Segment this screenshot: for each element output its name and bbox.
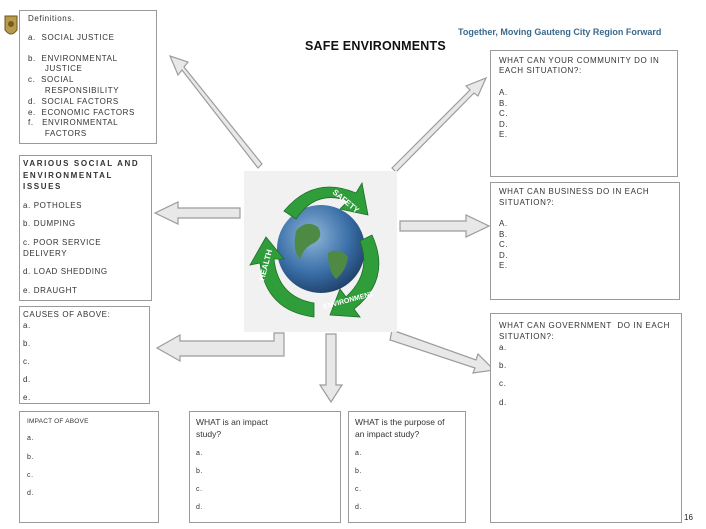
arrow-to-definitions-icon [168,55,263,169]
impact-item: a. [27,435,35,442]
government-box: WHAT CAN GOVERNMENT DO IN EACH SITUATION… [490,313,682,523]
business-item: A. [499,219,508,228]
community-item: E. [499,130,508,139]
impact-study-item: c. [196,486,203,493]
cause-item: a. [23,321,31,330]
purpose-question: an impact study? [355,429,420,439]
business-question: WHAT CAN BUSINESS DO IN EACH [499,187,650,196]
arrow-to-causes-icon [155,332,285,363]
community-box: WHAT CAN YOUR COMMUNITY DO IN EACH SITUA… [490,50,678,177]
community-item: D. [499,120,509,129]
community-item: C. [499,109,509,118]
issues-box: VARIOUS SOCIAL AND ENVIRONMENTAL ISSUES … [19,155,152,301]
government-item: d. [499,398,507,407]
impact-study-question: study? [196,429,222,439]
issues-heading: ISSUES [23,182,62,191]
community-item: A. [499,88,508,97]
issue-item: d. LOAD SHEDDING [23,267,108,276]
issue-item: DELIVERY [23,249,68,258]
issues-heading: VARIOUS SOCIAL AND [23,159,140,168]
cause-item: d. [23,375,31,384]
definitions-box: Definitions. a. SOCIAL JUSTICE b. ENVIRO… [19,10,157,144]
definition-item: RESPONSIBILITY [28,86,120,95]
issues-heading: ENVIRONMENTAL [23,171,113,180]
issue-item: c. POOR SERVICE [23,238,102,247]
business-item: D. [499,251,509,260]
purpose-box: WHAT is the purpose of an impact study? … [348,411,466,523]
page-title: SAFE ENVIRONMENTS [305,39,446,53]
definition-item: JUSTICE [28,64,83,73]
impact-item: c. [27,472,34,479]
issue-item: b. DUMPING [23,219,76,228]
business-question: SITUATION?: [499,198,555,207]
impact-box: IMPACT OF ABOVE a. b. c. d. [19,411,159,523]
arrow-to-issues-icon [153,201,241,225]
arrow-to-community-icon [391,76,488,173]
recycle-globe-image: SAFETY HEALTH ENVIRONMENT [244,171,397,332]
community-item: B. [499,99,508,108]
definitions-heading: Definitions. [28,14,75,23]
definition-item: f. ENVIRONMENTAL [28,118,119,127]
business-box: WHAT CAN BUSINESS DO IN EACH SITUATION?:… [490,182,680,300]
definition-item: e. ECONOMIC FACTORS [28,108,135,117]
cause-item: c. [23,357,31,366]
purpose-item: a. [355,450,363,457]
issue-item: e. DRAUGHT [23,286,78,295]
government-question: SITUATION?: [499,332,555,341]
business-item: C. [499,240,509,249]
impact-study-item: a. [196,450,204,457]
impact-study-item: d. [196,504,204,511]
government-question: WHAT CAN GOVERNMENT DO IN EACH [499,321,671,330]
page-number: 16 [684,513,693,522]
cause-item: b. [23,339,31,348]
impact-item: d. [27,490,35,497]
slogan: Together, Moving Gauteng City Region For… [458,27,662,37]
crest-logo-icon [4,15,18,35]
definition-item: d. SOCIAL FACTORS [28,97,119,106]
purpose-item: d. [355,504,363,511]
cause-item: e. [23,393,31,402]
government-item: c. [499,379,507,388]
government-item: b. [499,361,507,370]
arrow-to-government-icon [389,329,496,374]
causes-heading: CAUSES OF ABOVE: [23,310,111,319]
arrow-down-icon [318,333,344,404]
business-item: B. [499,230,508,239]
impact-heading: IMPACT OF ABOVE [27,418,89,425]
purpose-item: c. [355,486,362,493]
impact-study-item: b. [196,468,204,475]
recycle-globe-icon: SAFETY HEALTH ENVIRONMENT [249,181,380,318]
issue-item: a. POTHOLES [23,201,83,210]
arrow-to-business-icon [399,214,491,238]
causes-box: CAUSES OF ABOVE: a. b. c. d. e. [19,306,150,404]
community-question: WHAT CAN YOUR COMMUNITY DO IN [499,56,660,65]
purpose-item: b. [355,468,363,475]
definition-item: a. SOCIAL JUSTICE [28,33,115,42]
impact-item: b. [27,454,35,461]
community-question: EACH SITUATION?: [499,66,582,75]
impact-study-box: WHAT is an impact study? a. b. c. d. [189,411,341,523]
government-item: a. [499,343,507,352]
definition-item: c. SOCIAL [28,75,75,84]
definition-item: FACTORS [28,129,87,138]
purpose-question: WHAT is the purpose of [355,417,445,427]
impact-study-question: WHAT is an impact [196,417,268,427]
business-item: E. [499,261,508,270]
definition-item: b. ENVIRONMENTAL [28,54,118,63]
